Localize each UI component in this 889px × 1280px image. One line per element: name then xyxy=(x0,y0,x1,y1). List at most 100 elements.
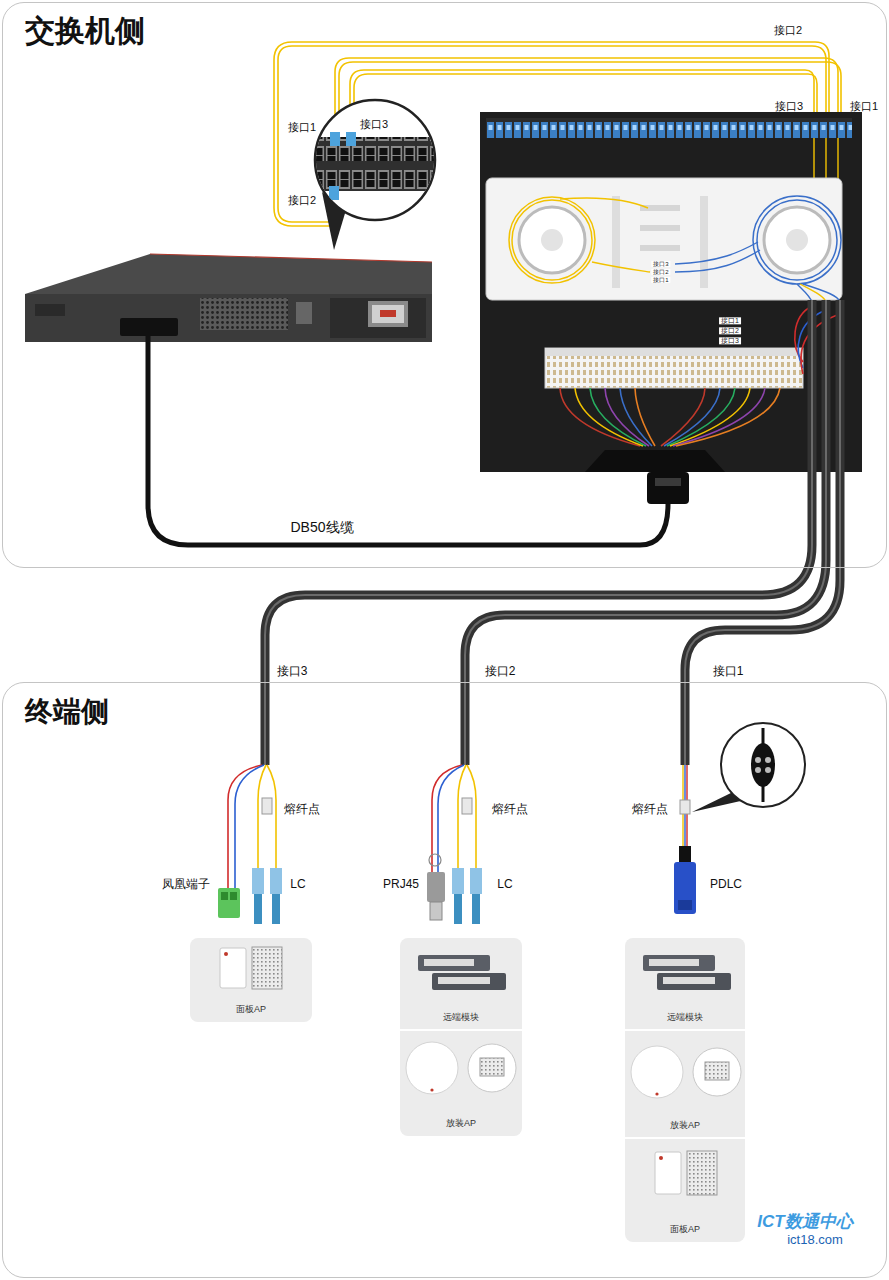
branch-cable xyxy=(265,300,840,765)
branch-cable-part xyxy=(685,300,840,765)
odf-box-part xyxy=(655,478,681,486)
device-icon-part xyxy=(631,1046,683,1098)
terminal-breakout-part xyxy=(254,894,262,924)
device-card: 远端模块 xyxy=(625,938,745,1030)
device-icon-part xyxy=(432,973,506,990)
odf-box-part-part xyxy=(575,388,643,446)
odf-box-part xyxy=(560,306,840,446)
terminal-breakout-part xyxy=(678,900,692,910)
odf-box-part-part xyxy=(673,388,765,446)
device-icon-part xyxy=(657,973,731,990)
device-icon-part xyxy=(655,1092,658,1095)
terminal-breakout-part xyxy=(430,902,442,920)
terminal-breakout-part xyxy=(470,868,482,894)
switch-part xyxy=(368,301,408,327)
odf-box-part xyxy=(541,229,563,251)
branch-cable-part xyxy=(265,300,812,765)
device-card: 面板AP xyxy=(190,938,312,1022)
connector-label: PDLC xyxy=(710,878,742,892)
db50-cable-part xyxy=(148,336,668,545)
device-icon-part xyxy=(220,948,246,988)
device-caption: 放装AP xyxy=(446,1118,476,1129)
switch-part xyxy=(372,305,404,323)
region-heading: 交换机侧 xyxy=(25,13,145,49)
switch-part xyxy=(380,310,396,317)
odf-box-part xyxy=(509,197,595,283)
device-icon-part xyxy=(252,947,282,989)
splice-label: 熔纤点 xyxy=(632,803,668,817)
odf-box-part xyxy=(647,472,689,504)
cable-label: 接口2 xyxy=(485,665,516,679)
terminal-breakout-part xyxy=(429,854,441,866)
device-icon-part xyxy=(655,1152,681,1194)
terminal-breakout-part xyxy=(755,767,761,773)
terminal-breakout-part xyxy=(427,872,445,902)
device-icon-part xyxy=(424,959,474,966)
watermark: ict18.com xyxy=(787,1233,843,1248)
terminal-breakout-part xyxy=(454,894,462,924)
device-card-ground-part xyxy=(190,938,312,1022)
terminal-breakout-part xyxy=(462,798,472,814)
odf-box-part xyxy=(585,450,725,472)
terminal-breakout-part xyxy=(762,785,765,802)
terminal-breakout-part xyxy=(452,868,464,894)
odf-box-part xyxy=(519,207,585,273)
device-icon-part xyxy=(663,977,715,984)
terminal-breakout-part xyxy=(221,892,228,900)
odf-box-part xyxy=(803,284,840,302)
terminal-breakout-part xyxy=(751,743,775,787)
connector-label: LC xyxy=(290,878,305,892)
device-icon-part xyxy=(480,1058,504,1076)
branch-cable-part xyxy=(465,300,826,765)
splice-label: 熔纤点 xyxy=(492,803,528,817)
odf-box-part xyxy=(753,196,841,284)
switch-part xyxy=(25,294,432,342)
terminal-breakout-part xyxy=(765,757,771,763)
port-label: 接口2 xyxy=(774,24,802,37)
region-heading: 终端侧 xyxy=(25,695,109,729)
odf-box xyxy=(480,112,862,504)
wire-tag: 接口2 xyxy=(719,327,741,334)
region-panel: 终端侧面板AP远端模块放装AP远端模块放装AP面板AP xyxy=(2,682,887,1278)
switch-part xyxy=(35,304,65,316)
terminal-breakout-part xyxy=(458,765,466,868)
terminal-breakout-part xyxy=(258,765,266,868)
terminal-breakout-part xyxy=(272,894,280,924)
odf-box-part xyxy=(675,242,758,264)
port-label: 接口1 xyxy=(288,121,316,134)
switch-part xyxy=(296,302,312,324)
terminal-breakout-part xyxy=(230,892,237,900)
terminal-breakout-part xyxy=(721,723,805,807)
odf-box-part xyxy=(592,262,650,272)
odf-box-part-part xyxy=(801,314,840,374)
device-icon-part xyxy=(705,1062,729,1080)
device-icon-part xyxy=(643,955,715,971)
device-card-ground-part xyxy=(400,938,522,1136)
wire-tag: 接口3 xyxy=(719,337,741,344)
device-card-ground-part xyxy=(400,1029,522,1031)
magnifier-callout-part xyxy=(315,100,435,220)
switch xyxy=(25,254,432,342)
device-icon-part xyxy=(418,955,490,971)
magnifier-callout-part-part xyxy=(329,186,339,200)
odf-box-part xyxy=(757,200,837,280)
terminal-breakout-part xyxy=(267,765,276,868)
device-card: 放装AP xyxy=(400,1030,522,1136)
device-icon-part xyxy=(438,977,490,984)
device-icon-part xyxy=(406,1042,458,1094)
terminal-breakout-part xyxy=(467,765,476,868)
odf-box-part xyxy=(675,250,760,272)
magnifier-callout xyxy=(315,100,436,250)
terminal-breakout-part xyxy=(262,798,272,814)
magnifier-callout-part-part xyxy=(330,132,340,146)
connector-label: LC xyxy=(497,878,512,892)
magnifier-callout-part xyxy=(316,132,436,200)
odf-box-part xyxy=(786,229,808,251)
device-icon-part xyxy=(649,959,699,966)
device-caption: 面板AP xyxy=(236,1004,266,1015)
wire-tag: 接口1 xyxy=(719,317,741,324)
device-icon-part xyxy=(430,1088,433,1091)
odf-box-part xyxy=(612,196,620,288)
magnifier-callout-part-part xyxy=(346,132,356,146)
